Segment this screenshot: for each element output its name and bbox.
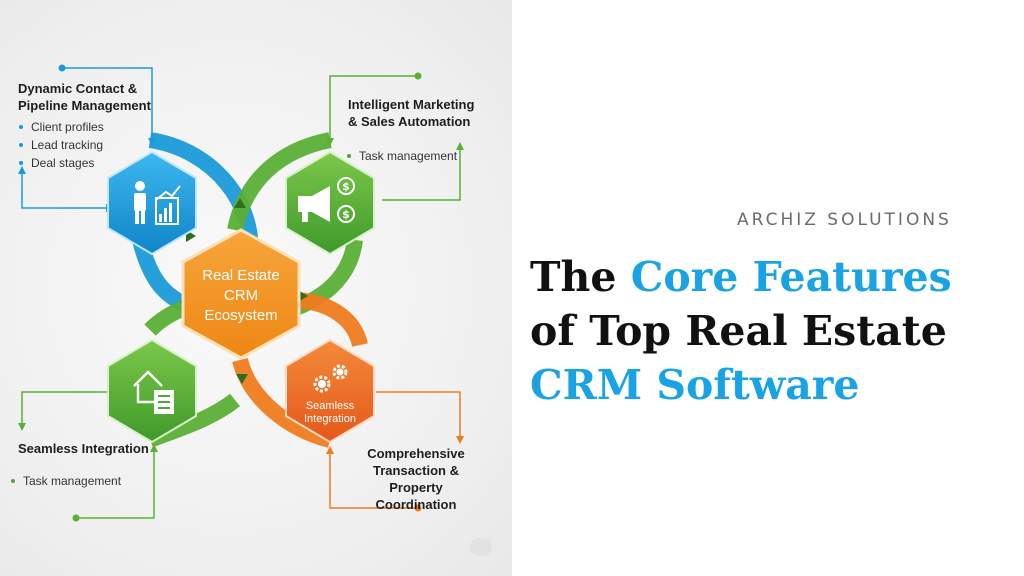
top-left-title: Dynamic Contact & Pipeline Management xyxy=(18,80,151,114)
center-line-2: CRM xyxy=(223,287,259,304)
arrowhead xyxy=(150,444,158,452)
list-item: Task management xyxy=(346,147,457,165)
hex-top-right: $ $ xyxy=(285,150,375,256)
center-hex-label: Real Estate CRM Ecosystem xyxy=(186,266,296,326)
top-right-title-line-1: Intelligent Marketing xyxy=(348,97,475,112)
arrowhead xyxy=(456,142,464,150)
bottom-right-title-line-2: Transaction & Property xyxy=(373,463,459,495)
center-line-1: Real Estate xyxy=(202,267,280,284)
list-item: Lead tracking xyxy=(18,136,104,154)
crm-ecosystem-diagram: $ $ xyxy=(18,64,464,522)
connector-dot xyxy=(58,64,66,72)
title-line-1-plain: The xyxy=(530,253,631,301)
house-document-icon xyxy=(133,370,174,414)
list-item: Deal stages xyxy=(18,154,104,172)
bottom-right-title-line-1: Comprehensive xyxy=(367,446,465,461)
hex-br-line-1: Seamless xyxy=(305,400,355,412)
connector-dot xyxy=(414,72,422,80)
arrowhead xyxy=(326,138,334,146)
diagram-panel: $ $ Real Est xyxy=(0,0,512,576)
connector-dot xyxy=(414,504,422,512)
top-left-title-line-2: Pipeline Management xyxy=(18,98,151,113)
megaphone-dollar-icon: $ $ xyxy=(298,177,355,223)
connector-top-right xyxy=(329,75,461,201)
svg-text:$: $ xyxy=(342,180,350,193)
hex-bottom-left xyxy=(107,338,197,444)
bottom-left-bullets: Task management xyxy=(10,472,121,490)
top-right-title: Intelligent Marketing & Sales Automation xyxy=(348,96,474,130)
brand-name: ARCHIZ SOLUTIONS xyxy=(737,210,952,230)
top-left-title-line-1: Dynamic Contact & xyxy=(18,81,138,96)
page-title: The Core Features of Top Real Estate CRM… xyxy=(530,250,952,412)
top-right-bullets: Task management xyxy=(346,147,457,165)
hex-top-left xyxy=(107,150,197,256)
connector-dot xyxy=(72,514,80,522)
hex-bottom-right xyxy=(285,338,375,444)
arrowhead xyxy=(18,166,26,174)
arrowhead xyxy=(148,138,156,146)
title-line-3: CRM Software xyxy=(530,361,860,409)
connector-bottom-right xyxy=(329,391,461,509)
bottom-right-title-line-3: Coordination xyxy=(375,497,457,512)
hex-br-line-2: Integration xyxy=(304,413,356,425)
list-item: Client profiles xyxy=(18,118,104,136)
arrowhead xyxy=(18,423,26,431)
list-item: Task management xyxy=(10,472,121,490)
top-left-bullets: Client profiles Lead tracking Deal stage… xyxy=(18,118,104,172)
ring-orange xyxy=(232,292,368,448)
svg-text:$: $ xyxy=(342,208,350,221)
bottom-right-hex-label: Seamless Integration xyxy=(288,400,372,426)
bottom-right-title: Comprehensive Transaction & Property Coo… xyxy=(345,445,487,513)
title-line-1-accent: Core Features xyxy=(630,253,952,301)
top-right-title-line-2: & Sales Automation xyxy=(348,114,471,129)
center-line-3: Ecosystem xyxy=(204,307,278,324)
person-chart-icon xyxy=(134,181,181,225)
title-line-2: of Top Real Estate xyxy=(530,307,947,355)
connector-top-left xyxy=(21,67,153,209)
arrowhead xyxy=(326,446,334,454)
title-panel xyxy=(512,0,1024,576)
title-line-1: The Core Features xyxy=(530,250,952,304)
gears-icon xyxy=(313,364,348,393)
watermark-icon xyxy=(470,538,492,556)
connector-bottom-left xyxy=(21,391,155,519)
arrowhead xyxy=(456,436,464,444)
hex-center xyxy=(181,228,301,360)
bottom-left-title: Seamless Integration xyxy=(18,441,149,456)
